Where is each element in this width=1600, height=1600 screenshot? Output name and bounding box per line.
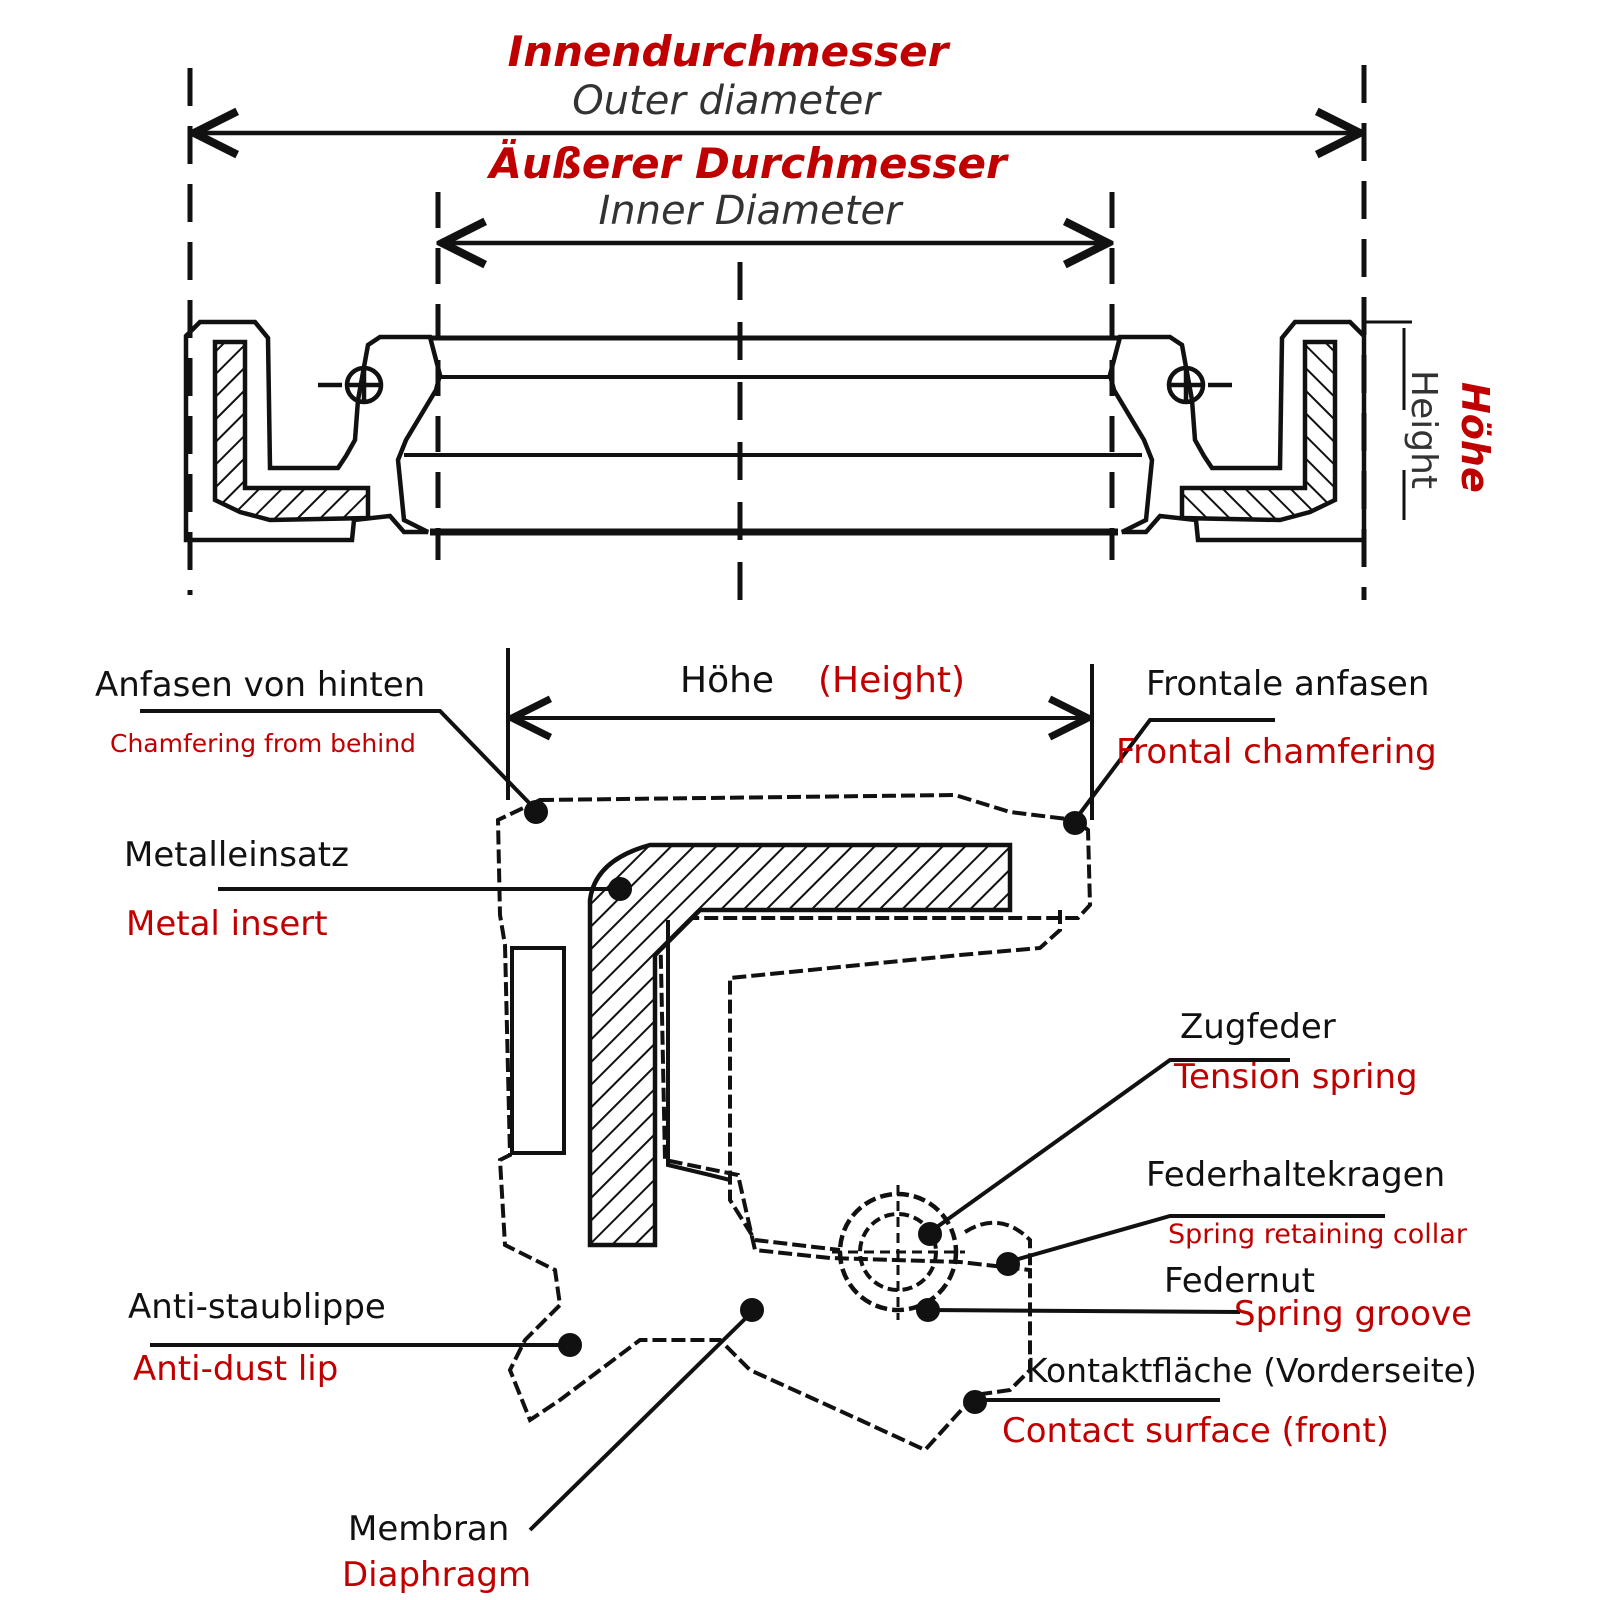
callout-leaders [140, 709, 1385, 1532]
dot-tension-spring [918, 1222, 942, 1246]
diaphragm-label-de: Membran [348, 1509, 510, 1549]
leader-front-chamfer [1073, 718, 1275, 822]
section-view [495, 648, 1094, 1453]
left-seal-section [183, 319, 443, 543]
dot-back-chamfer [524, 800, 548, 824]
dot-anti-dust-lip [558, 1333, 582, 1357]
diaphragm-label-en: Diaphragm [342, 1555, 532, 1595]
anti-dust-lip-label-en: Anti-dust lip [133, 1349, 339, 1389]
leader-diaphragm [528, 1310, 754, 1532]
dot-metal-insert [608, 877, 632, 901]
dot-spring-groove [916, 1298, 940, 1322]
top-view [183, 65, 1412, 610]
tension-spring-label-de: Zugfeder [1180, 1007, 1336, 1047]
contact-surface-label-en: Contact surface (front) [1002, 1411, 1389, 1451]
inner-diameter-label-en: Inner Diameter [598, 188, 904, 234]
dot-front-chamfer [1063, 811, 1087, 835]
inner-diameter-label-de: Äußerer Durchmesser [486, 138, 1009, 188]
height-label-de: Höhe [1453, 382, 1497, 493]
front-chamfer-label-de: Frontale anfasen [1146, 664, 1430, 704]
spring-groove-label-de: Federnut [1164, 1261, 1315, 1301]
dot-spring-collar [996, 1252, 1020, 1276]
dot-contact-surface [963, 1390, 987, 1414]
spring-collar-arc [963, 1220, 1032, 1275]
back-chamfer-label-en: Chamfering from behind [110, 729, 416, 758]
leader-tension-spring [928, 1058, 1290, 1234]
section-height-label-en: (Height) [818, 660, 966, 701]
height-label-en: Height [1403, 370, 1444, 489]
spring-collar-label-en: Spring retaining collar [1168, 1219, 1467, 1250]
metal-insert-label-de: Metalleinsatz [124, 835, 349, 875]
contact-surface-label-de: Kontaktfläche (Vorderseite) [1026, 1351, 1477, 1390]
inner-step-line [666, 920, 731, 1182]
front-chamfer-label-en: Frontal chamfering [1116, 732, 1437, 772]
dust-lip-recess [510, 946, 566, 1155]
inner-cavity-line [728, 910, 1062, 1252]
metal-insert-shape [587, 842, 1013, 1248]
dot-diaphragm [740, 1298, 764, 1322]
leader-spring-groove [927, 1308, 1241, 1314]
leader-back-chamfer [140, 709, 538, 812]
spring-groove-label-en: Spring groove [1234, 1294, 1472, 1334]
tension-spring-label-en: Tension spring [1174, 1057, 1418, 1097]
seal-body-outline [495, 792, 1093, 1453]
anti-dust-lip-label-de: Anti-staublippe [128, 1287, 386, 1327]
spring-collar-label-de: Federhaltekragen [1146, 1155, 1446, 1195]
back-chamfer-label-de: Anfasen von hinten [95, 665, 426, 705]
outer-diameter-label-en: Outer diameter [572, 78, 882, 124]
leader-spring-collar [1007, 1214, 1385, 1264]
section-height-label-de: Höhe [680, 660, 775, 701]
outer-diameter-label-de: Innendurchmesser [508, 27, 951, 76]
metal-insert-label-en: Metal insert [126, 904, 328, 944]
right-seal-section [1107, 319, 1367, 543]
